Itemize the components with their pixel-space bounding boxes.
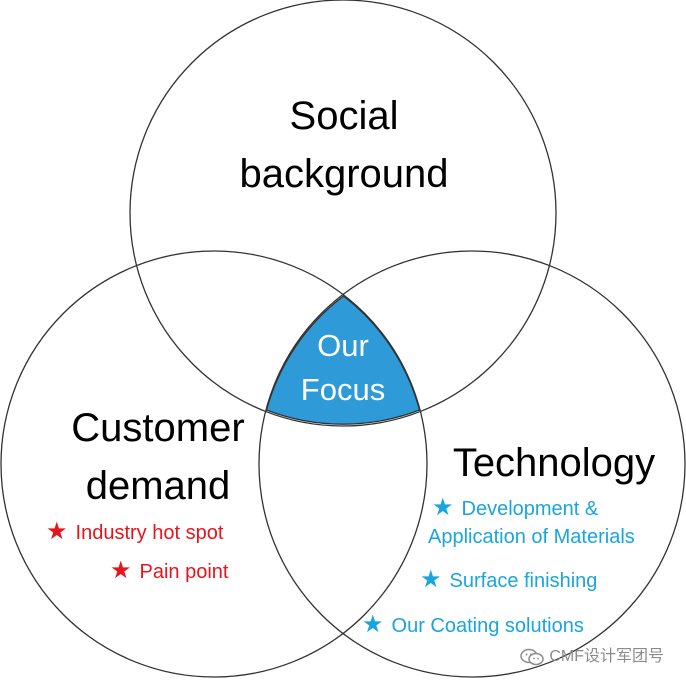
technology-item-coating-solutions: ★Our Coating solutions — [362, 611, 584, 638]
social-background-label: Social background — [239, 94, 449, 196]
technology-item-materials: ★Development & Application of Materials — [428, 494, 635, 548]
social-background-circle — [129, 0, 557, 427]
focus-region — [265, 295, 421, 425]
customer-demand-label: Customer demand — [71, 406, 245, 508]
star-icon: ★ — [420, 566, 442, 593]
watermark-text: CMF设计军团号 — [549, 648, 664, 665]
technology-circle — [258, 250, 686, 678]
star-icon: ★ — [432, 494, 454, 521]
star-icon: ★ — [110, 557, 132, 584]
customer-demand-circle — [0, 250, 428, 678]
watermark: CMF设计军团号 — [519, 642, 664, 666]
customer-item-pain-point: ★Pain point — [110, 557, 229, 584]
wechat-icon — [520, 648, 545, 666]
technology-item-surface-finishing: ★Surface finishing — [420, 566, 598, 593]
technology-label: Technology — [452, 441, 656, 485]
customer-item-industry-hot-spot: ★Industry hot spot — [46, 518, 224, 545]
star-icon: ★ — [362, 611, 384, 638]
our-focus-label: Our Focus — [300, 328, 386, 407]
star-icon: ★ — [46, 518, 68, 545]
